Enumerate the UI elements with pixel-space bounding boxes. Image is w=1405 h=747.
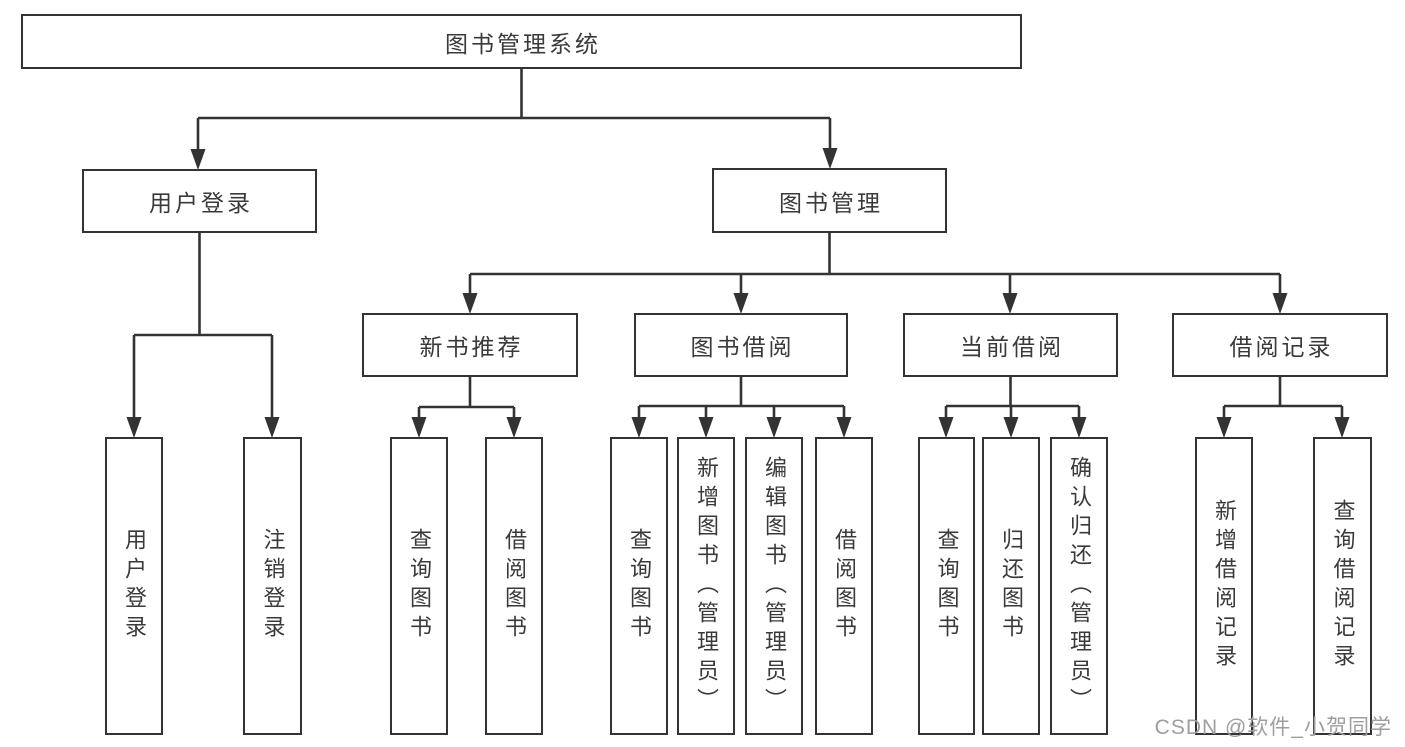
node-user-login: 用户登录 (82, 169, 317, 233)
tree-edges-path (132, 69, 1344, 420)
node-book-borrowing: 图书借阅 (634, 313, 848, 377)
node-leaf-br-query-record-label: 查询借阅记录 (1330, 499, 1356, 673)
node-book-management: 图书管理 (712, 168, 947, 233)
node-leaf-logout-label: 注销登录 (260, 528, 286, 644)
node-leaf-cb-return-book-label: 归还图书 (999, 528, 1024, 644)
node-leaf-user-login: 用户登录 (105, 437, 163, 735)
node-leaf-bb-query-book: 查询图书 (610, 437, 668, 735)
node-leaf-bb-add-book: 新增图书（管理员） (677, 437, 735, 735)
node-leaf-cb-confirm-return-label: 确认归还（管理员） (1067, 455, 1092, 717)
node-library-system: 图书管理系统 (21, 14, 1022, 69)
node-library-system-label: 图书管理系统 (445, 30, 601, 57)
node-book-borrowing-label: 图书借阅 (690, 334, 795, 360)
node-leaf-bb-borrow-book: 借阅图书 (815, 437, 873, 735)
node-leaf-bb-edit-book: 编辑图书（管理员） (745, 437, 803, 735)
node-new-book-recommend: 新书推荐 (362, 313, 578, 377)
watermark: CSDN @软件_小贺同学 (1154, 716, 1392, 739)
node-leaf-bb-query-book-label: 查询图书 (627, 528, 652, 644)
node-leaf-br-add-record-label: 新增借阅记录 (1212, 499, 1237, 673)
node-new-book-recommend-label: 新书推荐 (419, 334, 524, 360)
node-leaf-cb-query-book-label: 查询图书 (934, 528, 960, 644)
node-leaf-bb-borrow-book-label: 借阅图书 (832, 528, 857, 644)
node-leaf-cb-return-book: 归还图书 (982, 437, 1040, 735)
node-leaf-nbr-query-book: 查询图书 (390, 437, 448, 735)
node-leaf-cb-confirm-return: 确认归还（管理员） (1050, 437, 1108, 735)
node-current-borrowing: 当前借阅 (903, 313, 1118, 377)
node-leaf-nbr-borrow-book: 借阅图书 (485, 437, 543, 735)
node-leaf-user-login-label: 用户登录 (122, 528, 147, 644)
node-book-management-label: 图书管理 (779, 189, 883, 216)
node-borrowing-records: 借阅记录 (1172, 313, 1388, 377)
node-leaf-br-query-record: 查询借阅记录 (1313, 437, 1372, 735)
node-leaf-logout: 注销登录 (243, 437, 302, 735)
node-leaf-nbr-borrow-book-label: 借阅图书 (502, 528, 527, 644)
node-leaf-bb-add-book-label: 新增图书（管理员） (694, 455, 719, 717)
node-current-borrowing-label: 当前借阅 (960, 334, 1064, 360)
arrowheads (126, 148, 1350, 438)
node-leaf-nbr-query-book-label: 查询图书 (407, 528, 432, 644)
node-borrowing-records-label: 借阅记录 (1229, 334, 1334, 360)
node-leaf-cb-query-book: 查询图书 (918, 437, 975, 735)
node-leaf-bb-edit-book-label: 编辑图书（管理员） (762, 455, 787, 717)
node-user-login-label: 用户登录 (149, 190, 253, 216)
node-leaf-br-add-record: 新增借阅记录 (1195, 437, 1253, 735)
